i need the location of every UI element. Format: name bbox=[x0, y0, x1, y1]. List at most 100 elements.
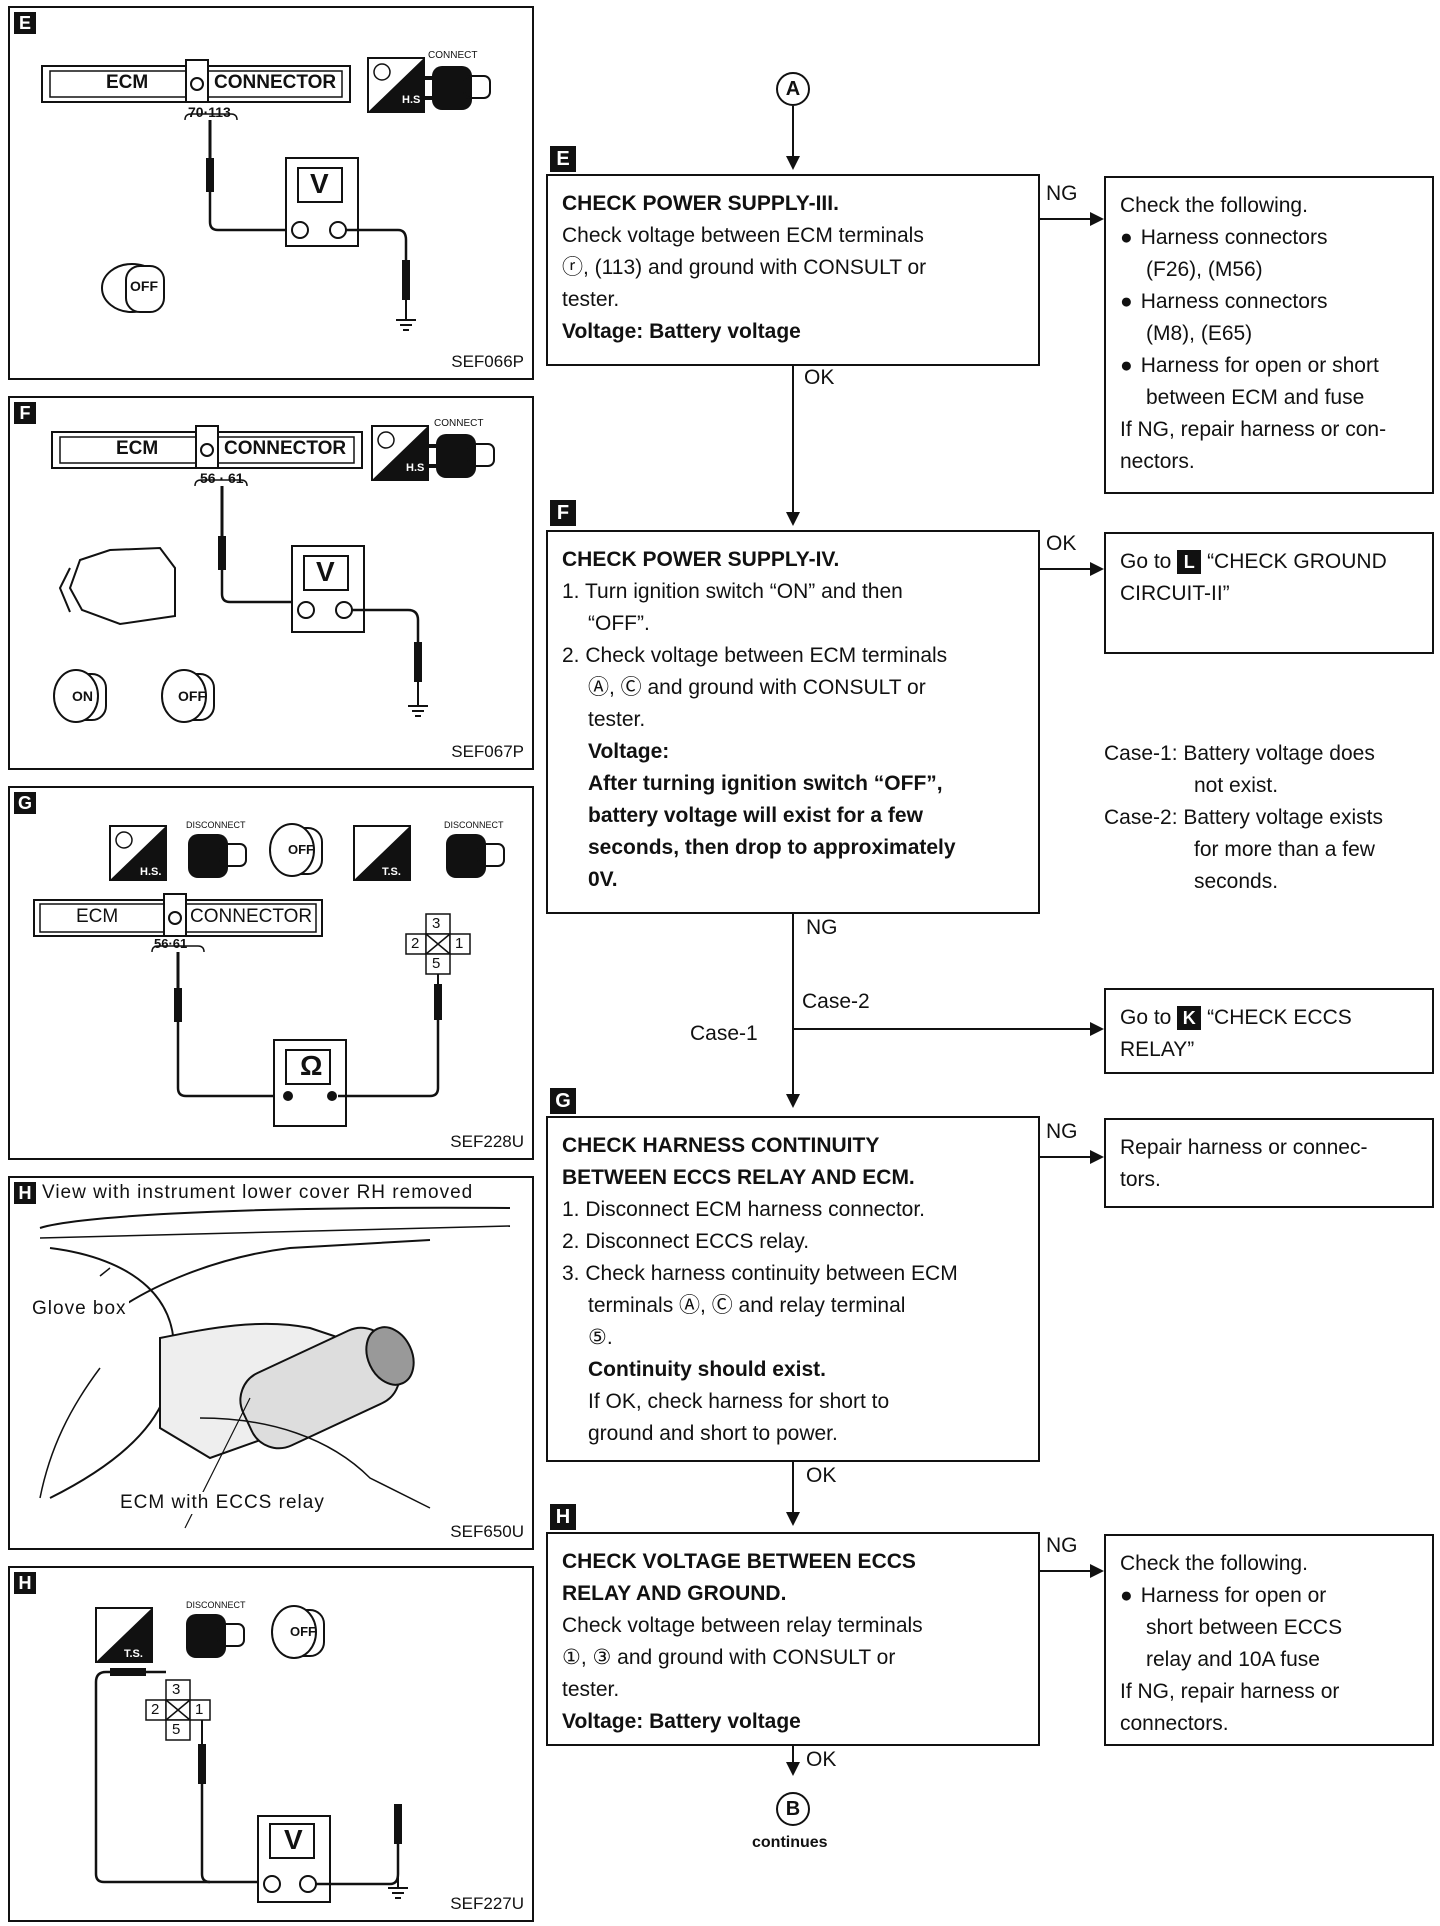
step-text: ⑤. bbox=[588, 1326, 613, 1349]
panel-letter: E bbox=[14, 12, 36, 34]
side-bullet: Harness for open or bbox=[1120, 1580, 1418, 1612]
flow-line bbox=[1040, 568, 1092, 570]
illustration-panel-f: F ECM CONNECTOR 56 · 61 V H.S bbox=[8, 396, 534, 770]
step-text: ①, ③ and ground with CONSULT or bbox=[562, 1646, 896, 1669]
step-text: 1. Disconnect ECM harness connector. bbox=[562, 1198, 926, 1221]
step-letter-f: F bbox=[550, 500, 576, 526]
figure-code: SEF227U bbox=[450, 1894, 524, 1913]
side-text: connectors. bbox=[1120, 1712, 1229, 1735]
ok-label: OK bbox=[806, 1464, 837, 1487]
key-on-icon: ON bbox=[72, 688, 93, 704]
goto-text: Go to bbox=[1120, 550, 1172, 573]
panel-caption: View with instrument lower cover RH remo… bbox=[42, 1182, 474, 1203]
ng-label: NG bbox=[1046, 1534, 1078, 1557]
step-box-f: CHECK POWER SUPPLY-IV. 1. Turn ignition … bbox=[546, 530, 1040, 914]
side-text: (M8), (E65) bbox=[1146, 322, 1253, 345]
side-text: Check the following. bbox=[1120, 1552, 1308, 1575]
side-box-f-case2: Go to K “CHECK ECCS RELAY” bbox=[1104, 988, 1434, 1074]
flow-line bbox=[792, 1462, 794, 1516]
ng-label: NG bbox=[1046, 182, 1078, 205]
disconnect-label: DISCONNECT bbox=[444, 820, 504, 830]
step-result: After turning ignition switch “OFF”, bbox=[588, 772, 943, 795]
meter-symbol: V bbox=[310, 168, 329, 199]
key-off-icon: OFF bbox=[288, 842, 314, 857]
illustration-panel-e: E ECM CONNECTOR 70·113 V H.S CONNECT OFF… bbox=[8, 6, 534, 380]
relay-terminal: 5 bbox=[172, 1721, 181, 1738]
case-notes: Case-1: Battery voltage does not exist. … bbox=[1104, 738, 1438, 898]
meter-symbol: V bbox=[284, 1824, 303, 1855]
flow-line bbox=[1040, 1156, 1092, 1158]
step-text: ground and short to power. bbox=[588, 1422, 838, 1445]
step-letter-h: H bbox=[550, 1504, 576, 1530]
key-off-icon: OFF bbox=[130, 278, 158, 294]
flow-arrow bbox=[786, 512, 800, 526]
illustration-panel-h-location: H View with instrument lower cover RH re… bbox=[8, 1176, 534, 1550]
ng-label: NG bbox=[1046, 1120, 1078, 1143]
flow-line bbox=[792, 1746, 794, 1764]
step-text: Ⓐ, Ⓒ and ground with CONSULT or bbox=[588, 676, 926, 699]
ok-label: OK bbox=[1046, 532, 1077, 555]
figure-code: SEF650U bbox=[450, 1522, 524, 1541]
step-result: 0V. bbox=[588, 868, 618, 891]
disconnect-label: DISCONNECT bbox=[186, 820, 246, 830]
step-result: Continuity should exist. bbox=[588, 1358, 827, 1381]
step-letter-g: G bbox=[550, 1088, 576, 1114]
flow-arrow bbox=[1090, 562, 1104, 576]
case-text: for more than a few bbox=[1194, 838, 1375, 861]
case-text: not exist. bbox=[1194, 774, 1279, 797]
side-bullet: Harness connectors bbox=[1120, 286, 1418, 318]
side-text: between ECM and fuse bbox=[1146, 386, 1365, 409]
figure-code: SEF067P bbox=[451, 742, 524, 761]
relay-terminal: 3 bbox=[432, 915, 441, 932]
meter-symbol: Ω bbox=[300, 1050, 323, 1081]
goto-target: “CHECK GROUND CIRCUIT-II” bbox=[1120, 550, 1387, 605]
flow-arrow bbox=[786, 1512, 800, 1526]
step-title: CHECK VOLTAGE BETWEEN ECCS bbox=[562, 1550, 916, 1573]
step-result: Voltage: Battery voltage bbox=[562, 1710, 801, 1733]
key-off-icon: OFF bbox=[178, 688, 206, 704]
step-box-e: CHECK POWER SUPPLY-III. Check voltage be… bbox=[546, 174, 1040, 366]
hs-label: H.S. bbox=[140, 866, 162, 878]
ohmmeter-diagram bbox=[33, 823, 505, 1127]
step-title: BETWEEN ECCS RELAY AND ECM. bbox=[562, 1166, 915, 1189]
ok-label: OK bbox=[806, 1748, 837, 1771]
relay-terminal: 2 bbox=[411, 935, 420, 952]
side-box-h: Check the following. Harness for open or… bbox=[1104, 1534, 1434, 1746]
ecm-location-drawing bbox=[39, 1206, 511, 1529]
connector-label-ecm: ECM bbox=[116, 438, 159, 459]
side-text: Repair harness or connec- bbox=[1120, 1136, 1368, 1159]
step-text: 2. Disconnect ECCS relay. bbox=[562, 1230, 810, 1253]
step-text: tester. bbox=[562, 288, 620, 311]
step-text: ⓡ, (113) and ground with CONSULT or bbox=[562, 256, 927, 279]
relay-terminal: 3 bbox=[172, 1681, 181, 1698]
flow-line bbox=[792, 914, 794, 1096]
relay-terminal: 1 bbox=[455, 935, 464, 952]
panel-letter: F bbox=[14, 402, 36, 424]
flow-line bbox=[792, 366, 794, 512]
side-box-f: Go to L “CHECK GROUND CIRCUIT-II” bbox=[1104, 532, 1434, 654]
step-result: seconds, then drop to approximately bbox=[588, 836, 956, 859]
step-title: RELAY AND GROUND. bbox=[562, 1582, 787, 1605]
side-text: If NG, repair harness or bbox=[1120, 1680, 1340, 1703]
goto-step-letter: L bbox=[1177, 550, 1202, 575]
step-text: 1. Turn ignition switch “ON” and then bbox=[562, 580, 903, 603]
side-bullet: Harness for open or short bbox=[1120, 350, 1418, 382]
step-text: terminals Ⓐ, Ⓒ and relay terminal bbox=[588, 1294, 906, 1317]
connector-label: CONNECTOR bbox=[190, 906, 313, 927]
hs-label: H.S bbox=[406, 462, 425, 474]
key-off-icon: OFF bbox=[290, 1624, 316, 1639]
disconnect-label: DISCONNECT bbox=[186, 1600, 246, 1610]
goto-target: “CHECK ECCS RELAY” bbox=[1120, 1006, 1352, 1061]
step-result: battery voltage will exist for a few bbox=[588, 804, 923, 827]
case-text: Case-1: Battery voltage does bbox=[1104, 742, 1375, 765]
flow-line bbox=[792, 1028, 1092, 1030]
terminal-pins-label: 56 · 61 bbox=[200, 470, 244, 486]
side-text: If NG, repair harness or con- bbox=[1120, 418, 1387, 441]
panel-letter: H bbox=[14, 1572, 36, 1594]
terminal-pins-label: 70·113 bbox=[188, 104, 231, 120]
step-result-head: Voltage: bbox=[588, 740, 670, 763]
connect-label: CONNECT bbox=[428, 50, 478, 61]
step-text: tester. bbox=[588, 708, 646, 731]
relay-voltmeter-diagram bbox=[94, 1605, 408, 1903]
case2-label: Case-2 bbox=[802, 990, 870, 1013]
